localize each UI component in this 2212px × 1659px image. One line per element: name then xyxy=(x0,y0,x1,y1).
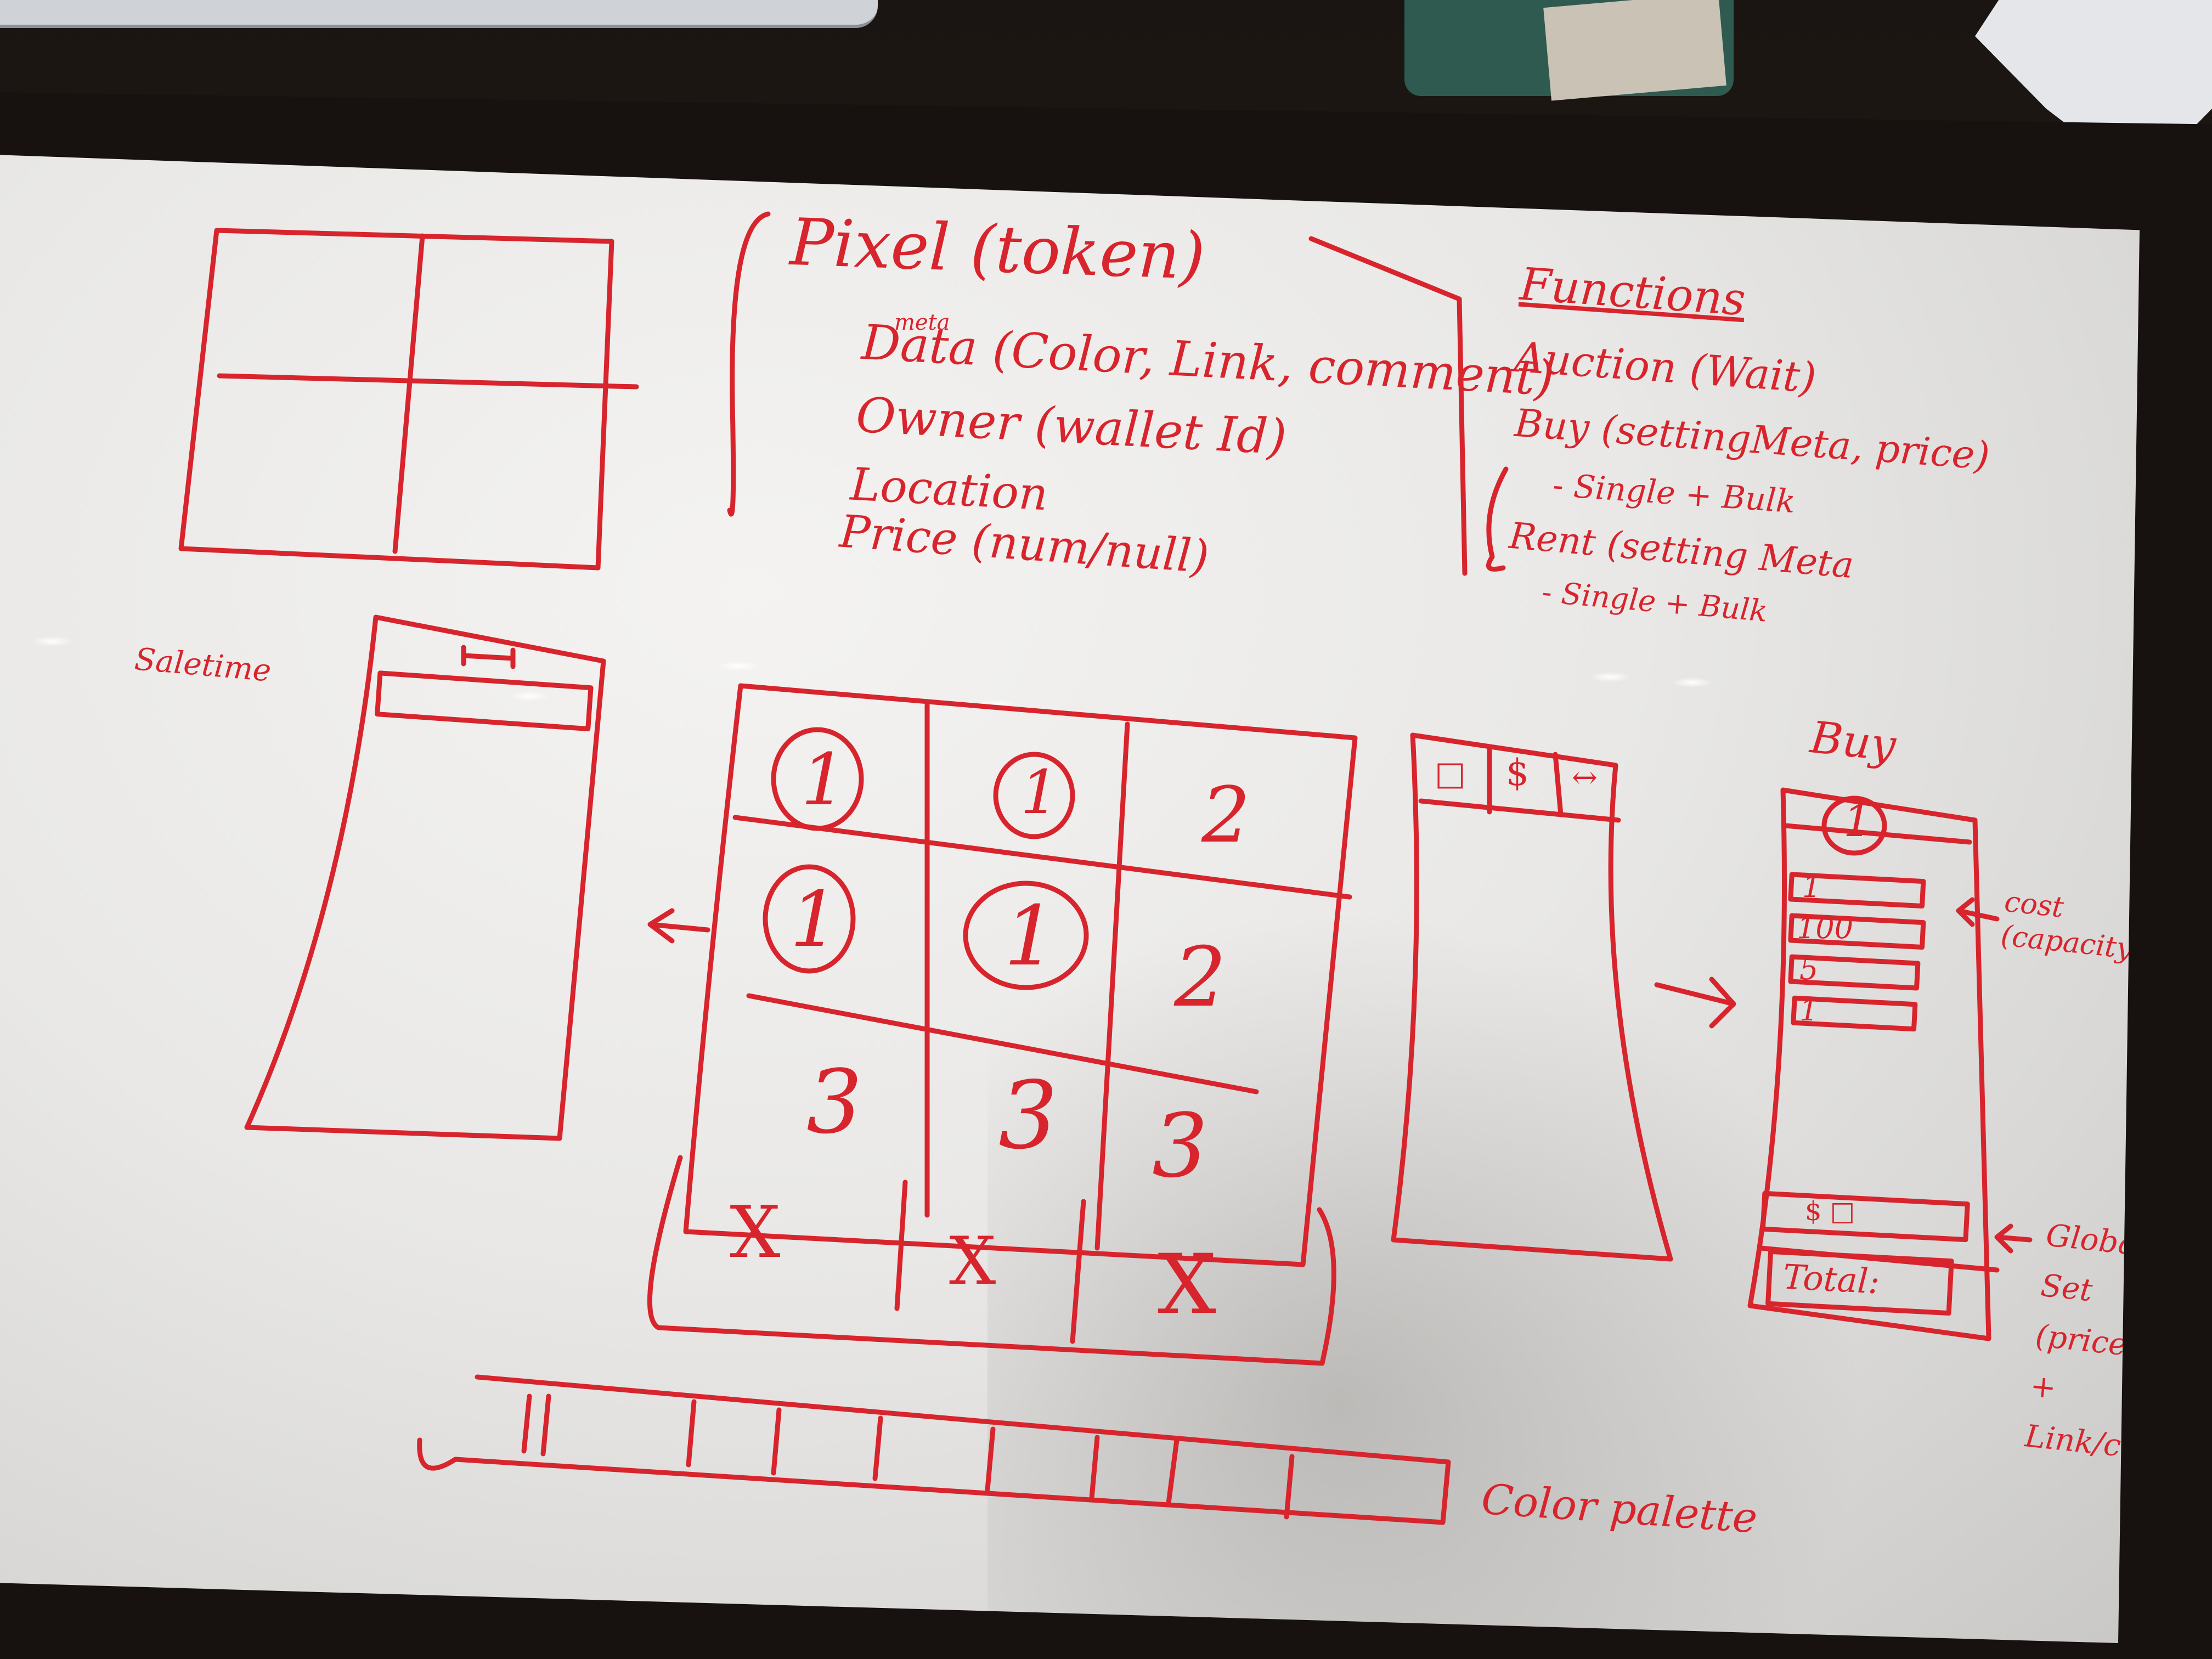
circled-one xyxy=(1821,795,1887,856)
total-box xyxy=(1765,1249,1954,1316)
desk-book xyxy=(0,0,878,28)
buy-panel-header-line xyxy=(1783,823,1972,845)
grid-cell: 3 xyxy=(1152,1094,1208,1197)
glare xyxy=(1673,678,1712,687)
grid-cell: 1 xyxy=(1020,757,1059,827)
x-row-divider xyxy=(1070,1199,1086,1344)
x-row-divider xyxy=(894,1180,908,1311)
token-bracket xyxy=(727,211,771,517)
divider-line xyxy=(1308,236,1468,576)
buy-value: 1 xyxy=(1799,993,1819,1028)
buy-panel xyxy=(1747,787,1991,1341)
right-arrow xyxy=(1654,977,1736,1029)
grid-cell: 1 xyxy=(801,738,847,821)
buy-row xyxy=(1788,913,1926,950)
saletime-panel xyxy=(244,614,606,1141)
desk-card xyxy=(1543,0,1726,101)
global-arrow xyxy=(1994,1223,2033,1254)
circled-one xyxy=(771,727,864,831)
main-grid-hline xyxy=(746,993,1259,1094)
buy-value: 5 xyxy=(1799,952,1819,986)
phone-toolbar-line xyxy=(1418,798,1621,823)
buy-row xyxy=(1788,872,1926,909)
total-label: Total: xyxy=(1782,1256,1881,1302)
circled-one xyxy=(993,752,1075,839)
buy-row xyxy=(1788,954,1921,991)
glare xyxy=(1591,672,1629,682)
circled-one xyxy=(763,864,856,974)
main-grid-outline xyxy=(683,683,1358,1267)
x-cell: X xyxy=(949,1223,996,1300)
glare xyxy=(510,691,549,701)
cost-label: cost (capacity) xyxy=(1999,885,2140,967)
x-cell: X xyxy=(1158,1237,1216,1333)
grid-cell: 3 xyxy=(998,1062,1058,1170)
buy-value: 100 xyxy=(1797,911,1854,945)
grid-cell: 2 xyxy=(1174,930,1227,1025)
grid-cell: 1 xyxy=(790,875,839,964)
grid-cell: 1 xyxy=(1004,889,1057,984)
buy-row xyxy=(1791,995,1918,1032)
palette-swatch-lines xyxy=(521,1393,1295,1520)
buy-buttons-box xyxy=(1760,1190,1970,1243)
buy-value: 1 xyxy=(1843,795,1871,847)
panel-icon-dollar: $ xyxy=(1506,752,1529,794)
sketch-lines xyxy=(178,211,2033,1525)
small-grid-vline xyxy=(392,233,425,554)
x-cell: X xyxy=(730,1190,781,1274)
buy-title: Buy xyxy=(1808,712,1898,771)
panel-icon-arrows: ↔ xyxy=(1572,760,1598,795)
saletime-bar xyxy=(375,670,594,732)
phone-panel xyxy=(1391,732,1673,1262)
saletime-width-arrow xyxy=(461,645,516,669)
circled-one xyxy=(963,881,1089,990)
palette-outline xyxy=(417,1374,1451,1525)
grid-cell: 3 xyxy=(806,1051,862,1153)
small-grid-outline xyxy=(178,228,614,571)
glare xyxy=(33,636,71,646)
buy-value: 1 xyxy=(1802,870,1821,904)
left-arrow xyxy=(647,908,710,944)
buy-buttons-label: $ □ xyxy=(1805,1196,1855,1227)
cost-arrow xyxy=(1956,897,2000,927)
meta-superscript: meta xyxy=(894,310,950,335)
panel-icon-square: □ xyxy=(1435,754,1466,793)
x-row-outline xyxy=(647,1155,1336,1366)
phone-toolbar-dividers xyxy=(1487,746,1564,817)
functions-branch xyxy=(1486,466,1509,572)
token-title: Pixel (token) xyxy=(788,204,1206,295)
glare xyxy=(719,661,757,671)
grid-cell: 2 xyxy=(1201,771,1251,860)
small-grid-hline xyxy=(217,373,639,390)
whiteboard: Pixel (token) meta Data (Color, Link, co… xyxy=(0,155,2140,1643)
main-grid-hline xyxy=(732,815,1352,900)
main-grid-vline xyxy=(1094,721,1130,1251)
